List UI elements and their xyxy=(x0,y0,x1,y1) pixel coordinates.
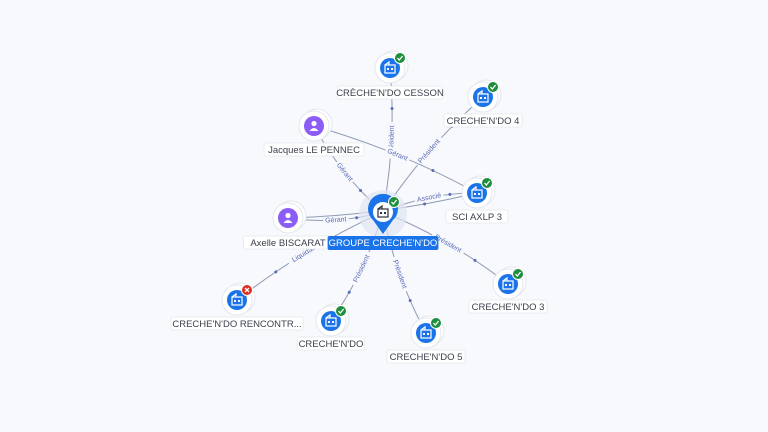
active-status-badge xyxy=(430,317,442,329)
active-status-badge xyxy=(512,268,524,280)
node-cesson[interactable]: CRÈCHE'N'DO CESSON xyxy=(336,50,444,100)
node-label-axlp: SCI AXLP 3 xyxy=(445,209,509,224)
edge-label-bg xyxy=(430,230,467,257)
check-icon xyxy=(490,84,497,90)
node-label-bg xyxy=(170,316,304,331)
check-icon xyxy=(515,271,522,277)
node-label-c1: CRECHE'N'DO xyxy=(296,336,366,351)
edge-arrow xyxy=(423,202,427,206)
node-label-bg xyxy=(336,85,443,100)
building-icon xyxy=(384,60,396,74)
edge-center-rencontre xyxy=(236,211,384,301)
edge-arrow xyxy=(390,107,394,111)
edge-label-bg xyxy=(389,255,411,293)
node-label-c5: CRECHE'N'DO 5 xyxy=(386,349,466,364)
edge-label-bg xyxy=(413,134,445,168)
active-status-badge xyxy=(388,196,400,208)
building-icon xyxy=(471,185,483,199)
node-label-text: CRECHE'N'DO RENCONTR... xyxy=(172,319,301,330)
node-label-jacques: Jacques LE PENNEC xyxy=(263,142,365,157)
edge-arrow xyxy=(473,258,477,262)
node-c3[interactable]: CRECHE'N'DO 3 xyxy=(468,266,548,314)
active-status-badge xyxy=(335,305,347,317)
edge-label-bg xyxy=(322,214,349,225)
node-axlp[interactable]: SCI AXLP 3 xyxy=(445,175,509,224)
node-jacques[interactable]: Jacques LE PENNEC xyxy=(263,108,365,157)
edge-label-text: Président xyxy=(388,125,396,155)
edge-label-center-c4: Président xyxy=(413,134,445,168)
edge-label-center-axlp: Associé xyxy=(413,189,445,205)
node-label-bg xyxy=(468,299,548,314)
node-label-text: Axelle BISCARAT xyxy=(250,238,326,249)
closed-status-badge xyxy=(241,284,253,296)
edge-arrow xyxy=(408,298,412,302)
edge-label-center-c5: Président xyxy=(389,255,411,293)
edge-arrow xyxy=(274,270,278,274)
active-status-badge xyxy=(481,177,493,189)
check-icon xyxy=(433,320,440,326)
node-label-bg xyxy=(443,113,523,128)
check-icon xyxy=(338,308,345,314)
node-label-text: CRECHE'N'DO 5 xyxy=(390,352,463,363)
center-label-text: GROUPE CRECHE'N'DO xyxy=(329,238,438,249)
building-icon xyxy=(420,325,432,339)
center-label-bg xyxy=(327,236,439,250)
node-c5[interactable]: CRECHE'N'DO 5 xyxy=(386,315,466,364)
building-icon xyxy=(231,292,243,306)
node-label-rencontre: CRECHE'N'DO RENCONTR... xyxy=(170,316,304,331)
edge-label-jacques-axlp: Gérant xyxy=(384,145,412,164)
edge-label-center-c1: Président xyxy=(349,250,373,287)
active-status-badge xyxy=(487,81,499,93)
building-icon xyxy=(325,313,337,327)
edge-label-bg xyxy=(333,159,357,185)
node-c1[interactable]: CRECHE'N'DO xyxy=(296,303,366,351)
node-label-bg xyxy=(296,336,366,351)
node-label-text: CRÈCHE'N'DO CESSON xyxy=(336,88,444,99)
node-label-cesson: CRÈCHE'N'DO CESSON xyxy=(336,85,444,100)
person-icon xyxy=(283,212,293,223)
edge-label-bg xyxy=(384,145,412,164)
edge-label-bg xyxy=(349,250,373,287)
node-label-text: SCI AXLP 3 xyxy=(452,212,502,223)
active-status-badge xyxy=(394,52,406,64)
edge-arrow xyxy=(355,216,359,220)
person-icon xyxy=(309,120,319,131)
edge-label-axelle-center: Gérant xyxy=(322,214,349,225)
nodes-layer: CRÈCHE'N'DO CESSON CRECHE'N'DO 4 Jacques L… xyxy=(170,50,548,364)
node-rencontre[interactable]: CRECHE'N'DO RENCONTR... xyxy=(170,282,304,331)
node-label-bg xyxy=(386,349,466,364)
cross-icon xyxy=(244,287,250,293)
edge-label-jacques-center: Gérant xyxy=(333,159,357,185)
edge-arrow xyxy=(448,192,452,196)
node-label-bg xyxy=(263,142,365,157)
node-label-text: CRECHE'N'DO xyxy=(299,339,364,350)
edge-label-bg xyxy=(413,189,445,205)
edge-label-text: Associé xyxy=(416,192,442,204)
node-label-bg xyxy=(445,209,509,224)
building-icon xyxy=(502,276,514,290)
check-icon xyxy=(391,199,398,205)
edge-label-text: Gérant xyxy=(325,216,347,224)
node-axelle[interactable]: Axelle BISCARAT xyxy=(243,200,333,250)
edge-arrow xyxy=(431,169,435,173)
node-label-text: Jacques LE PENNEC xyxy=(268,145,360,156)
node-label-c4: CRECHE'N'DO 4 xyxy=(443,113,523,128)
building-icon xyxy=(477,89,489,103)
edge-arrow xyxy=(359,188,363,192)
node-c4[interactable]: CRECHE'N'DO 4 xyxy=(443,79,523,128)
check-icon xyxy=(397,55,404,61)
node-label-text: CRECHE'N'DO 3 xyxy=(472,302,545,313)
center-node[interactable]: GROUPE CRECHE'N'DO xyxy=(327,190,439,250)
edge-label-text: Président xyxy=(352,254,371,284)
check-icon xyxy=(484,180,491,186)
edge-arrow xyxy=(347,290,351,294)
node-label-axelle: Axelle BISCARAT xyxy=(243,235,333,250)
edge-label-text: Président xyxy=(417,138,442,165)
node-label-text: CRECHE'N'DO 4 xyxy=(447,116,520,127)
node-label-c3: CRECHE'N'DO 3 xyxy=(468,299,548,314)
building-icon xyxy=(377,204,389,218)
